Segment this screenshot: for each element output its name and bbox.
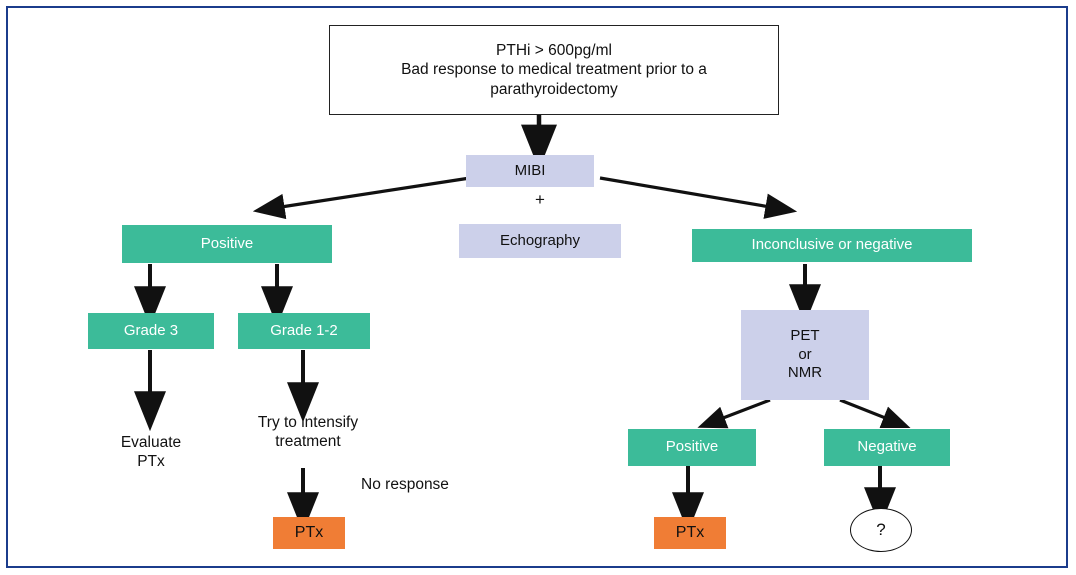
node-mibi: MIBI: [466, 155, 594, 187]
pet-or-nmr-label: PET or NMR: [787, 326, 823, 382]
evaluate-ptx-label: Evaluate PTx: [120, 433, 182, 470]
ptx-left-label: PTx: [294, 524, 324, 541]
positive-right-label: Positive: [665, 438, 719, 456]
title-box-text: PTHi > 600pg/ml Bad response to medical …: [401, 41, 707, 98]
node-no-response: No response: [330, 473, 480, 497]
question-mark-label: ?: [876, 520, 886, 539]
node-ptx-right: PTx: [654, 517, 726, 549]
grade-1-2-label: Grade 1-2: [270, 321, 338, 339]
ptx-right-label: PTx: [675, 524, 705, 541]
plus-label: +: [535, 190, 545, 210]
node-positive-left: Positive: [122, 225, 332, 263]
node-inconclusive-or-negative: Inconclusive or negative: [692, 229, 972, 262]
node-question-mark: ?: [850, 508, 912, 552]
node-evaluate-ptx: Evaluate PTx: [92, 428, 210, 476]
no-response-label: No response: [361, 476, 449, 494]
node-negative-right: Negative: [824, 429, 950, 466]
node-pet-or-nmr: PET or NMR: [741, 310, 869, 400]
node-positive-right: Positive: [628, 429, 756, 466]
mibi-label: MIBI: [514, 161, 546, 179]
node-grade-3: Grade 3: [88, 313, 214, 349]
try-intensify-label: Try to intensify treatment: [257, 413, 359, 450]
node-title-box: PTHi > 600pg/ml Bad response to medical …: [329, 25, 779, 115]
negative-right-label: Negative: [857, 438, 917, 456]
node-ptx-left: PTx: [273, 517, 345, 549]
grade-3-label: Grade 3: [123, 321, 179, 339]
node-echography: Echography: [459, 224, 621, 258]
positive-left-label: Positive: [200, 234, 254, 252]
node-try-intensify: Try to intensify treatment: [228, 408, 388, 456]
echography-label: Echography: [499, 231, 581, 249]
diagram-border: [6, 6, 1068, 568]
inconclusive-label: Inconclusive or negative: [751, 236, 913, 254]
node-plus: +: [520, 187, 560, 213]
node-grade-1-2: Grade 1-2: [238, 313, 370, 349]
